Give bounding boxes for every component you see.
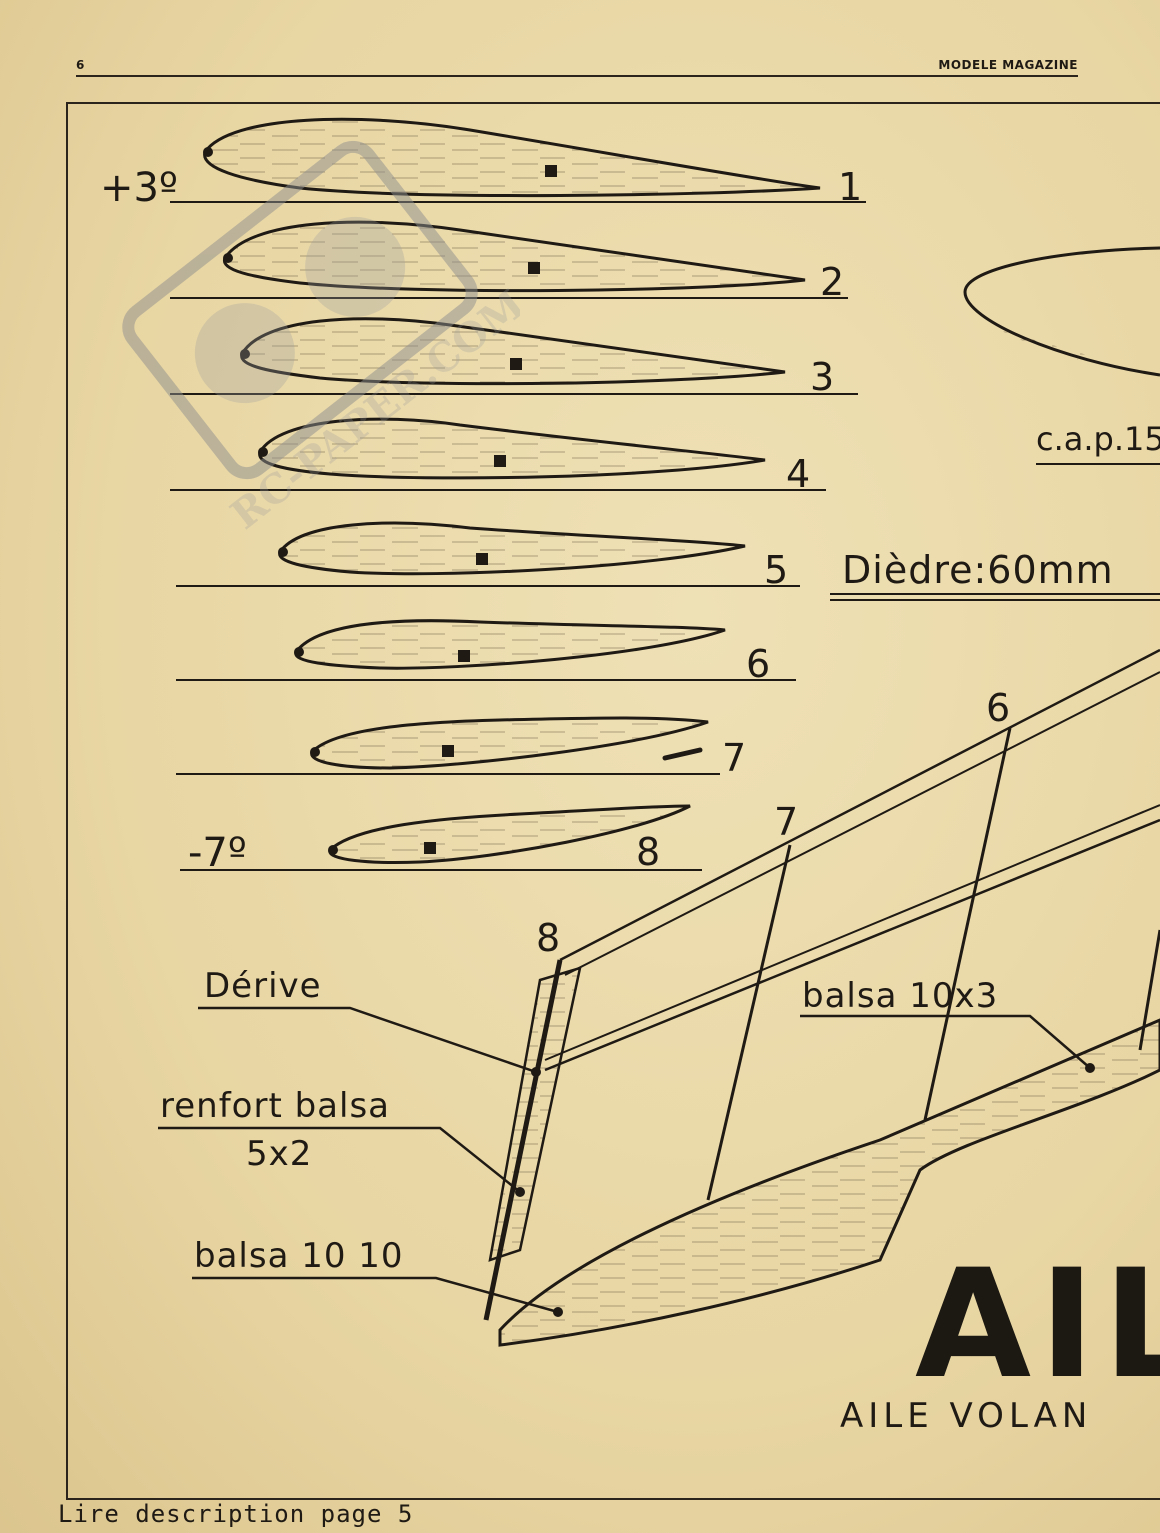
airfoil-number-4: 4: [786, 452, 811, 496]
dihedral-annotation: Dièdre:60mm: [842, 548, 1114, 592]
rib-number-8: 8: [536, 916, 561, 960]
bottom-incidence-label: -7º: [188, 830, 247, 876]
airfoil-7: [176, 716, 720, 775]
renfort-balsa-label: renfort balsa: [160, 1086, 390, 1126]
airfoil-5: [176, 521, 800, 587]
airfoil-number-5: 5: [764, 548, 789, 592]
rib-number-7: 7: [774, 800, 799, 844]
header-rule: [76, 75, 1078, 77]
airfoil-number-2: 2: [820, 260, 845, 304]
renfort-balsa-size: 5x2: [246, 1134, 313, 1174]
footer-description-ref: Lire description page 5: [58, 1500, 414, 1528]
page-number: 6: [76, 58, 85, 72]
callout-leaders: [158, 1006, 1095, 1317]
plan-title: AIL: [915, 1238, 1160, 1412]
top-incidence-label: +3º: [100, 165, 178, 211]
airfoil-number-8: 8: [636, 830, 661, 874]
airfoil-1: [170, 117, 866, 203]
airfoil-number-3: 3: [810, 355, 835, 399]
magazine-name: MODELE MAGAZINE: [938, 58, 1078, 72]
balsa-1010-label: balsa 10 10: [194, 1236, 404, 1276]
airfoil-3: [170, 317, 858, 395]
cap-annotation: c.a.p.15: [1036, 420, 1160, 458]
airfoil-number-1: 1: [838, 165, 863, 209]
airfoil-number-6: 6: [746, 642, 771, 686]
rib-number-6: 6: [986, 686, 1011, 730]
balsa-10x3-label: balsa 10x3: [802, 976, 999, 1016]
airfoil-4: [170, 417, 826, 491]
derive-label: Dérive: [204, 966, 322, 1006]
airfoil-number-7: 7: [722, 736, 747, 780]
plan-subtitle: AILE VOLAN: [840, 1396, 1093, 1436]
airfoil-8: [180, 804, 702, 871]
plan-frame: [66, 102, 1160, 1500]
airfoil-2: [170, 220, 848, 299]
top-view-outline: [963, 246, 1160, 377]
airfoil-6: [176, 619, 796, 681]
